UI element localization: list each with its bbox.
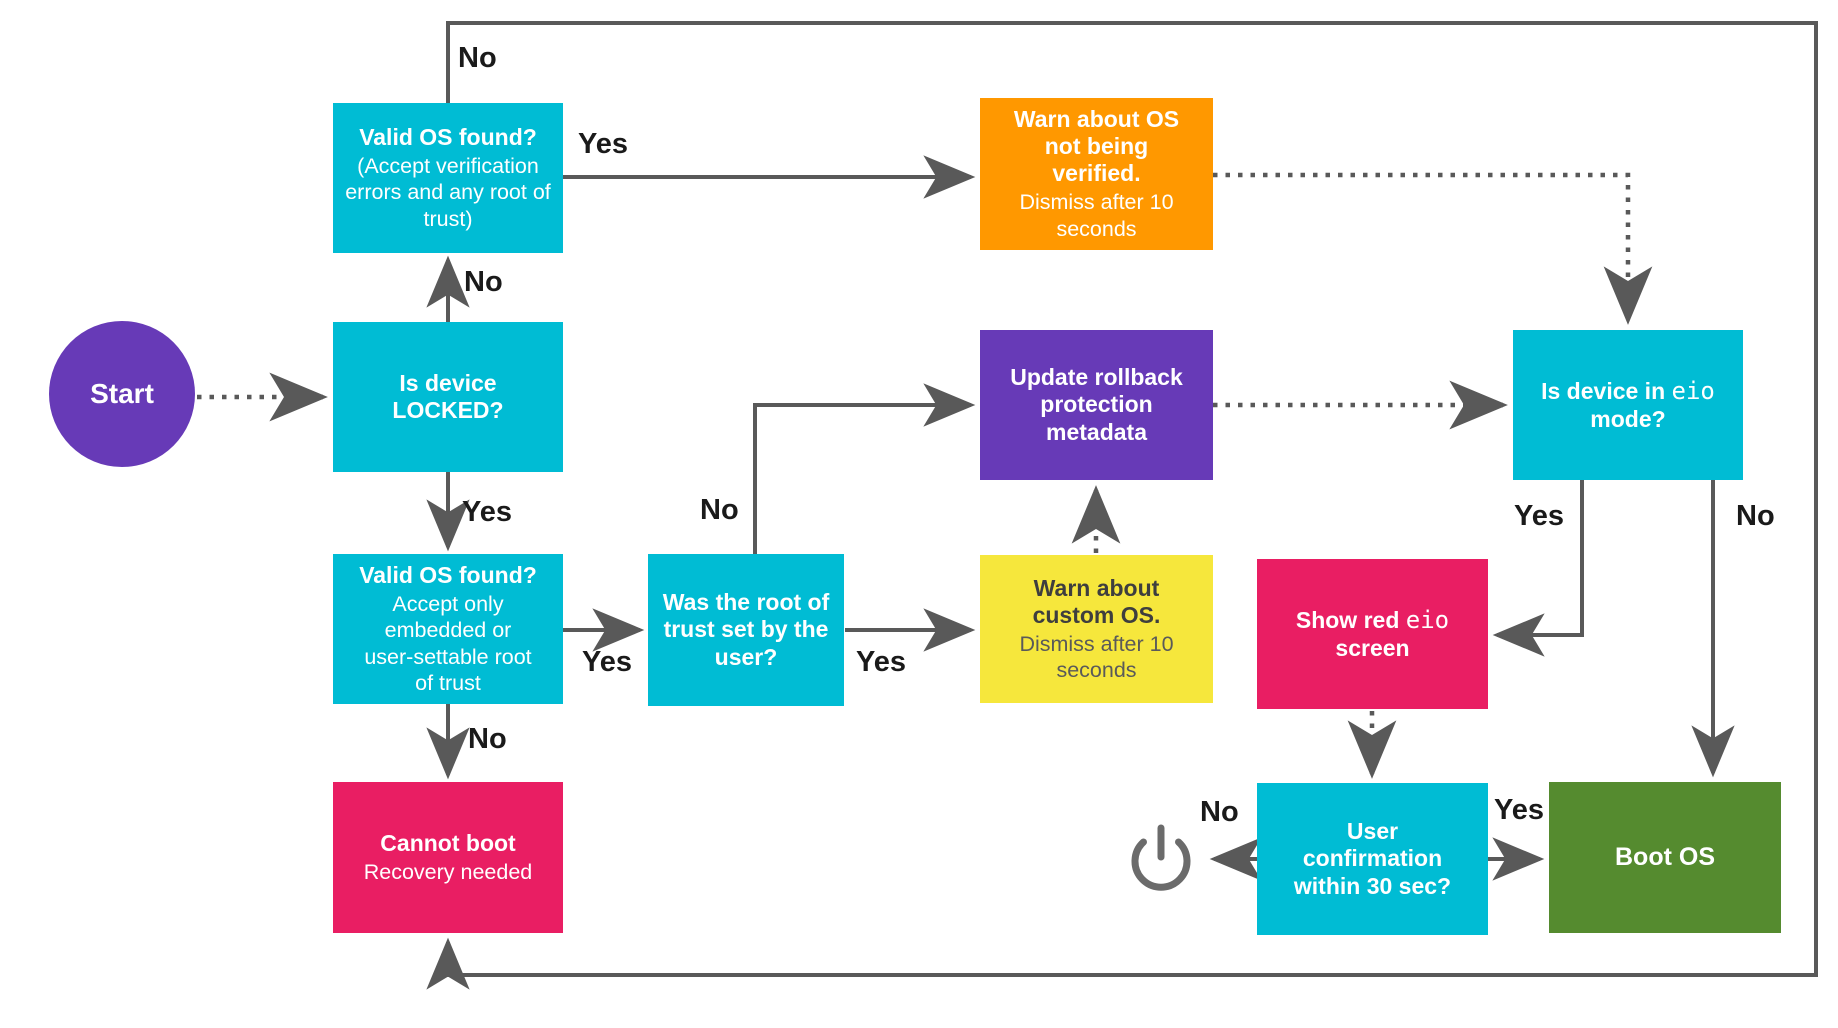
- node-valid-os-user-settable: Valid OS found? Accept only embedded or …: [333, 554, 563, 704]
- node-warn-custom-os-subtitle: Dismiss after 10 seconds: [1019, 631, 1174, 683]
- edge-label-locked-no: No: [464, 266, 503, 298]
- edge-label-validuser-yes: Yes: [582, 646, 632, 678]
- edge-label-validany-yes: Yes: [578, 128, 628, 160]
- node-valid-os-any: Valid OS found? (Accept verification err…: [333, 103, 563, 253]
- edge-wasroot-no: [753, 383, 976, 554]
- node-user-confirmation: User confirmation within 30 sec?: [1257, 783, 1488, 935]
- node-cannot-boot-title: Cannot boot: [380, 829, 516, 856]
- node-warn-os-not-verified-title: Warn about OS not being verified.: [1013, 106, 1180, 187]
- node-boot-os-title: Boot OS: [1615, 842, 1715, 871]
- node-warn-os-not-verified-subtitle: Dismiss after 10 seconds: [1019, 190, 1174, 241]
- edge-validany-no-loop-to-cannot-boot: [426, 21, 1818, 990]
- eio-mono-text: eio: [1405, 606, 1450, 635]
- node-update-rollback-metadata-title: Update rollback protection metadata: [1010, 364, 1183, 445]
- node-was-root-of-trust-user: Was the root of trust set by the user?: [648, 554, 844, 706]
- node-valid-os-any-subtitle: (Accept verification errors and any root…: [345, 154, 551, 231]
- node-start-label: Start: [90, 378, 154, 410]
- node-valid-os-any-title: Valid OS found?: [359, 124, 537, 151]
- edge-label-userconf-yes: Yes: [1494, 794, 1544, 826]
- edge-label-eio-no: No: [1736, 500, 1775, 532]
- node-warn-custom-os-title: Warn about custom OS.: [1032, 574, 1161, 628]
- node-is-device-in-eio-mode: Is device in eio mode?: [1513, 330, 1743, 480]
- node-cannot-boot: Cannot boot Recovery needed: [333, 782, 563, 933]
- node-valid-os-user-settable-subtitle: Accept only embedded or user-settable ro…: [364, 592, 532, 695]
- edge-label-eio-yes: Yes: [1514, 500, 1564, 532]
- edge-label-userconf-no: No: [1200, 796, 1239, 828]
- node-user-confirmation-title: User confirmation within 30 sec?: [1293, 818, 1452, 899]
- node-show-red-eio-screen-title: Show red eio screen: [1295, 606, 1450, 661]
- node-show-red-eio-screen: Show red eio screen: [1257, 559, 1488, 709]
- power-icon: [1131, 824, 1191, 891]
- node-update-rollback-metadata: Update rollback protection metadata: [980, 330, 1213, 480]
- eio-mono-text: eio: [1671, 377, 1715, 406]
- edge-label-validuser-no: No: [468, 723, 507, 755]
- node-boot-os: Boot OS: [1549, 782, 1781, 933]
- node-warn-os-not-verified: Warn about OS not being verified. Dismis…: [980, 98, 1213, 250]
- node-is-device-in-eio-mode-title: Is device in eio mode?: [1541, 377, 1715, 432]
- edge-label-validany-no: No: [458, 42, 497, 74]
- edge-label-locked-yes: Yes: [462, 496, 512, 528]
- node-is-device-locked: Is device LOCKED?: [333, 322, 563, 472]
- edge-eio-yes: [1492, 480, 1584, 657]
- edge-label-wasroot-yes: Yes: [856, 646, 906, 678]
- node-warn-custom-os: Warn about custom OS. Dismiss after 10 s…: [980, 555, 1213, 703]
- node-was-root-of-trust-user-title: Was the root of trust set by the user?: [662, 589, 830, 670]
- node-valid-os-user-settable-title: Valid OS found?: [359, 562, 537, 588]
- edge-label-wasroot-no: No: [700, 494, 739, 526]
- node-start: Start: [49, 321, 195, 467]
- edge-warnnotverified-dotted: [1213, 172, 1653, 325]
- node-is-device-locked-title: Is device LOCKED?: [392, 369, 504, 423]
- node-cannot-boot-subtitle: Recovery needed: [363, 859, 533, 884]
